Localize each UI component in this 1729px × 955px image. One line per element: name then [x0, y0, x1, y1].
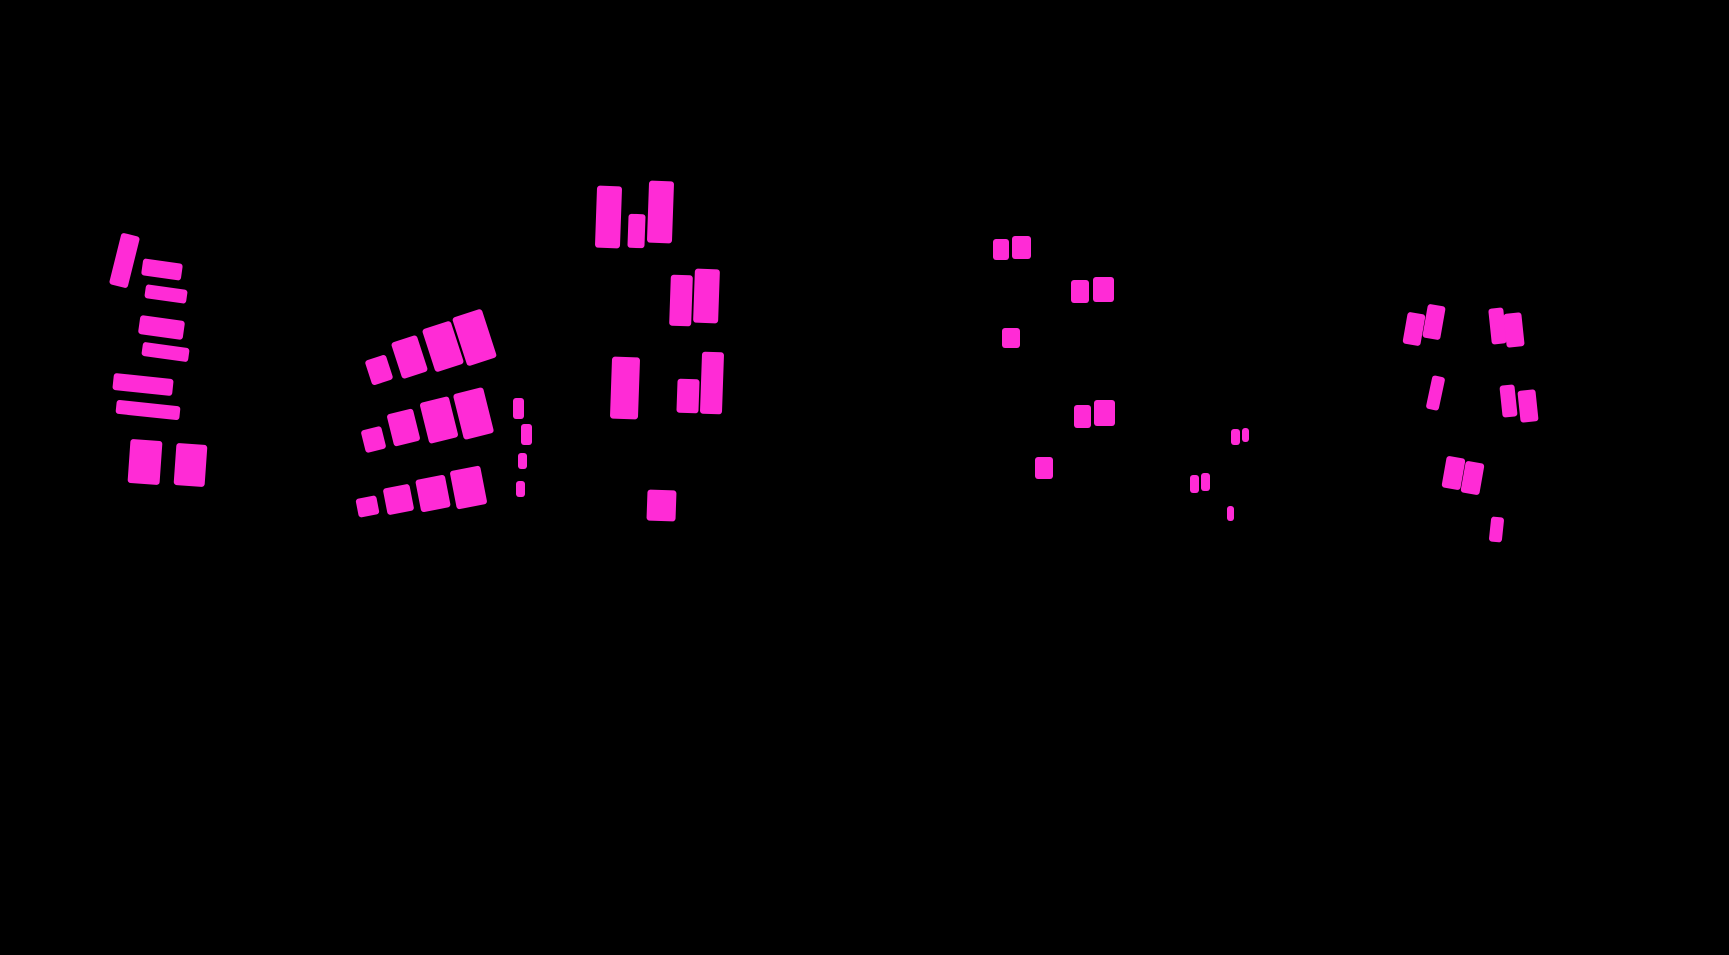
lit-window-small-far-group — [1242, 428, 1249, 442]
lit-window-right-building — [1499, 384, 1518, 418]
lit-window-right-center-scatter — [993, 239, 1009, 260]
lit-window-louver-building — [390, 334, 429, 380]
lit-window-louver-building — [521, 424, 532, 445]
lit-window-left-building — [137, 314, 186, 341]
lit-window-small-far-group — [1201, 473, 1210, 491]
lit-window-left-building — [112, 372, 174, 397]
lit-window-left-building — [141, 258, 183, 281]
lit-window-right-center-scatter — [1002, 328, 1020, 348]
lit-window-louver-building — [386, 408, 421, 447]
lit-window-center-building — [609, 356, 641, 420]
lit-window-center-building — [594, 185, 623, 249]
lit-window-left-building — [108, 232, 141, 289]
lit-window-left-building — [141, 341, 190, 363]
lit-window-louver-building — [360, 425, 387, 454]
lit-window-louver-building — [415, 474, 451, 513]
lit-window-left-building — [173, 442, 208, 488]
lit-window-louver-building — [364, 354, 394, 386]
lit-window-louver-building — [452, 386, 495, 441]
lit-window-center-building — [646, 180, 675, 244]
lit-window-louver-building — [382, 483, 415, 516]
lit-window-small-far-group — [1190, 475, 1199, 493]
lit-window-louver-building — [518, 453, 527, 469]
lit-window-left-building — [115, 399, 181, 421]
lit-window-center-building — [627, 213, 646, 249]
lit-window-right-building — [1422, 303, 1446, 341]
lit-window-louver-building — [355, 495, 380, 518]
lit-window-louver-building — [449, 465, 488, 510]
lit-window-left-building — [127, 438, 163, 486]
lit-window-center-building — [676, 378, 700, 414]
lit-window-small-far-group — [1231, 429, 1240, 445]
lit-window-right-building — [1503, 312, 1525, 348]
lit-window-right-center-scatter — [1035, 457, 1053, 479]
lit-window-right-building — [1402, 311, 1426, 347]
lit-window-left-building — [144, 284, 188, 304]
lit-window-small-far-group — [1227, 506, 1234, 521]
lit-window-louver-building — [513, 398, 524, 419]
lit-window-right-building — [1517, 389, 1539, 423]
lit-window-center-building — [669, 274, 693, 327]
lit-window-right-building — [1460, 460, 1485, 496]
lit-window-center-building — [699, 351, 725, 415]
lit-window-right-center-scatter — [1012, 236, 1031, 259]
lit-window-right-center-scatter — [1094, 400, 1115, 426]
lit-window-right-center-scatter — [1071, 280, 1089, 303]
lit-window-center-building — [693, 268, 720, 324]
lit-window-louver-building — [516, 481, 525, 497]
lit-window-right-center-scatter — [1093, 277, 1114, 302]
lit-window-right-building — [1425, 375, 1446, 411]
lit-window-right-building — [1488, 516, 1505, 543]
lit-window-louver-building — [419, 395, 459, 445]
lit-window-right-center-scatter — [1074, 405, 1091, 428]
lit-window-center-building — [646, 489, 677, 522]
